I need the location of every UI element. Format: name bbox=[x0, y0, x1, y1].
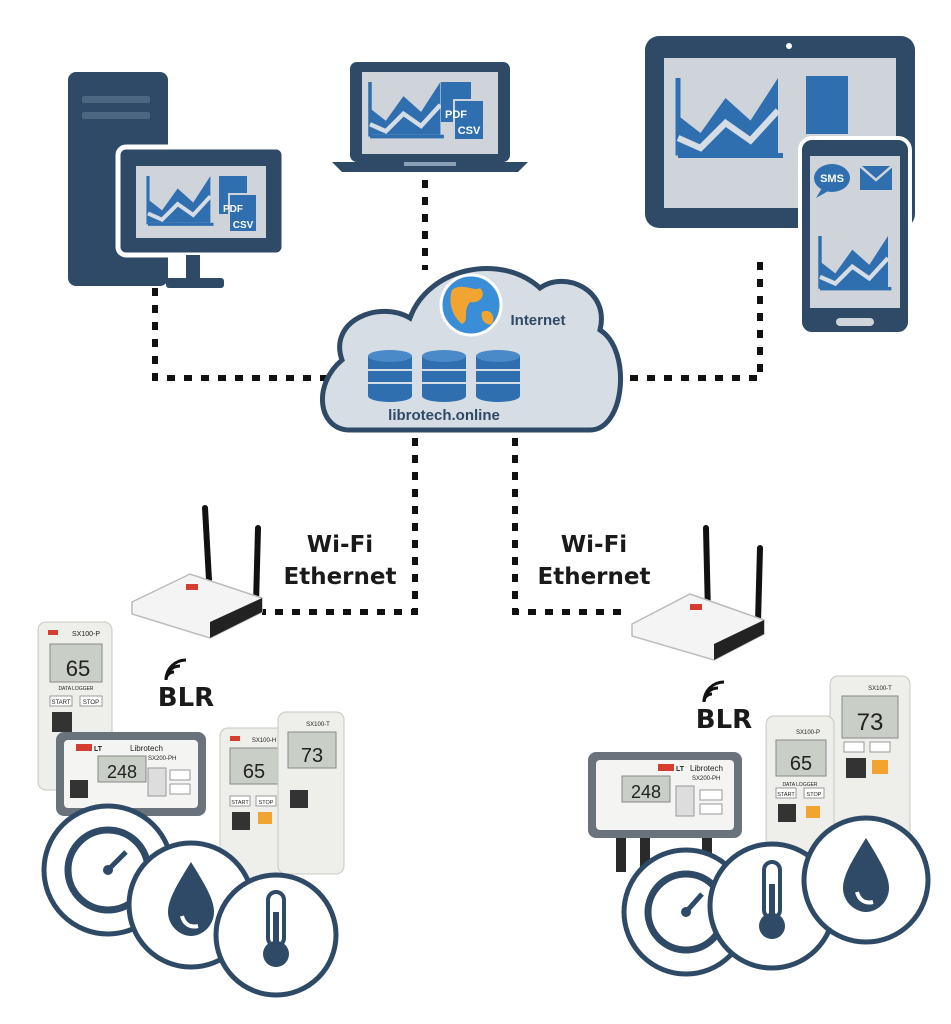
device-reading: 248 bbox=[631, 782, 661, 802]
cloud-server: Internet bbox=[319, 266, 623, 433]
logger-right-back: SX100-T 73 bbox=[829, 675, 911, 853]
right-link-label-wifi: Wi-Fi bbox=[561, 532, 627, 558]
logger-stop: STOP bbox=[807, 792, 822, 798]
blr-label-right: BLR bbox=[696, 705, 752, 735]
internet-label: Internet bbox=[510, 312, 565, 329]
database-icon bbox=[368, 350, 412, 402]
device-model: SX200-PH bbox=[148, 756, 176, 762]
brand-short: LT bbox=[676, 766, 685, 773]
link-cloud-right-router bbox=[512, 438, 630, 615]
logger-caption: DATA LOGGER bbox=[58, 686, 93, 692]
logger-reading: 73 bbox=[301, 745, 323, 767]
envelope-icon bbox=[859, 165, 893, 190]
laptop: PDF CSV bbox=[332, 62, 528, 172]
sms-label: SMS bbox=[820, 173, 844, 185]
brand-label: Librotech bbox=[690, 764, 723, 773]
laptop-pdf-label: PDF bbox=[445, 109, 467, 121]
logger-reading: 65 bbox=[243, 761, 265, 783]
globe-icon bbox=[439, 273, 503, 337]
logger-model: SX100-P bbox=[72, 631, 100, 638]
blr-label-left: BLR bbox=[158, 683, 214, 713]
router-left bbox=[131, 505, 263, 639]
logger-reading: 65 bbox=[790, 753, 812, 775]
device-reading: 248 bbox=[107, 762, 137, 782]
brand-short: LT bbox=[94, 746, 103, 753]
brand-label: Librotech bbox=[130, 744, 163, 753]
logger-stop: STOP bbox=[259, 800, 274, 806]
device-model: SX200-PH bbox=[692, 776, 720, 782]
logger-model: SX100-H bbox=[252, 738, 276, 744]
cloud-label: librotech.online bbox=[388, 407, 500, 424]
router-right bbox=[631, 525, 765, 661]
database-icons bbox=[368, 350, 520, 402]
blr-badge-left: BLR bbox=[158, 658, 214, 713]
connection-lines bbox=[152, 180, 763, 615]
sms-bubble-icon bbox=[814, 164, 850, 192]
logger-caption: DATA LOGGER bbox=[782, 782, 817, 788]
link-tablet-cloud bbox=[612, 262, 763, 381]
wireless-icon bbox=[164, 658, 187, 681]
left-link-label-ethernet: Ethernet bbox=[284, 564, 397, 590]
logger-left-front: SX100-T 73 bbox=[277, 711, 345, 875]
right-link-label-ethernet: Ethernet bbox=[538, 564, 651, 590]
wireless-icon bbox=[702, 680, 725, 703]
logger-left-mid: SX100-H 65 START STOP bbox=[219, 727, 287, 879]
logger-sx200-left: LT Librotech SX200-PH 248 bbox=[56, 732, 206, 816]
desktop-computer bbox=[68, 72, 287, 288]
desktop-pdf-label: PDF bbox=[223, 204, 243, 215]
humidity-drop-icon bbox=[801, 815, 931, 945]
logger-start: START bbox=[51, 700, 70, 706]
thermometer-icon bbox=[213, 872, 339, 998]
logger-start: START bbox=[231, 800, 249, 806]
database-icon bbox=[422, 350, 466, 402]
logger-right-mid: SX100-P 65 DATA LOGGER START STOP bbox=[765, 715, 835, 867]
logger-start: START bbox=[777, 792, 795, 798]
logger-stop: STOP bbox=[83, 700, 99, 706]
blr-badge-right: BLR bbox=[696, 680, 752, 735]
left-link-label-wifi: Wi-Fi bbox=[307, 532, 373, 558]
logger-sx200-right: LT Librotech SX200-PH 248 bbox=[588, 752, 742, 872]
logger-model: SX100-T bbox=[306, 722, 330, 728]
logger-reading: 65 bbox=[66, 656, 90, 681]
link-desktop-cloud bbox=[152, 288, 330, 381]
logger-model: SX100-T bbox=[868, 686, 892, 692]
database-icon bbox=[476, 350, 520, 402]
logger-reading: 73 bbox=[857, 709, 884, 736]
desktop-csv-label: CSV bbox=[233, 220, 254, 231]
logger-model: SX100-P bbox=[796, 730, 820, 736]
smartphone: SMS bbox=[798, 136, 912, 336]
link-cloud-left-router bbox=[262, 438, 418, 615]
laptop-csv-label: CSV bbox=[458, 125, 481, 137]
desktop-file-icons: PDF CSV bbox=[219, 176, 258, 233]
